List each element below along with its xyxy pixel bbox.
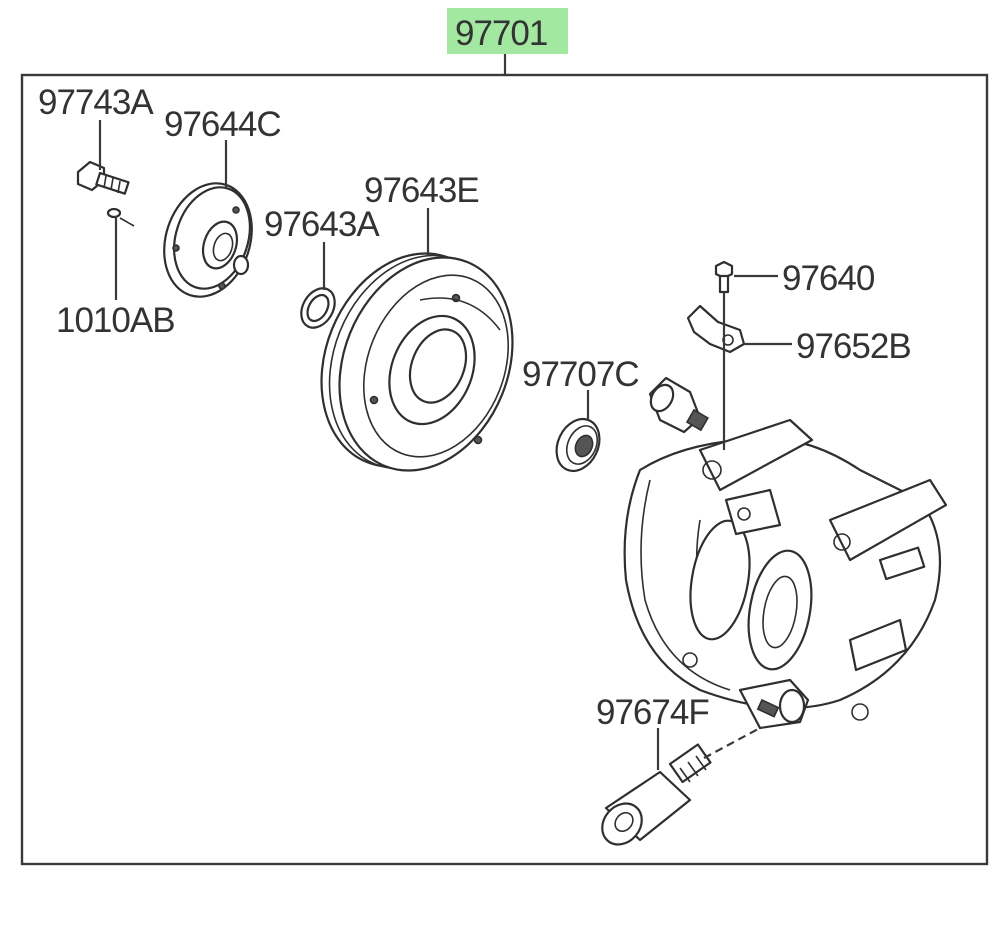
- pulley-97643e-part: [320, 252, 514, 472]
- callout-97743a[interactable]: 97743A: [38, 83, 155, 122]
- compressor-body-part: [623, 376, 948, 730]
- bracket-97652b-part: [686, 304, 746, 354]
- assembly-frame: [20, 73, 989, 866]
- callout-97652b[interactable]: 97652B: [796, 327, 912, 366]
- assembly-number-highlight: [447, 8, 568, 54]
- callout-97674f[interactable]: 97674F: [596, 693, 710, 732]
- shaft-seal-97707c-part: [555, 418, 601, 472]
- callout-1010ab[interactable]: 1010AB: [56, 301, 176, 340]
- bolt-97743a-part: [76, 160, 130, 195]
- callout-97643e[interactable]: 97643E: [364, 171, 480, 210]
- assembly-number-label[interactable]: 97701: [455, 14, 548, 53]
- bolt-97640-part: [714, 260, 734, 294]
- callout-97640[interactable]: 97640: [782, 259, 876, 298]
- callout-97643a[interactable]: 97643A: [264, 205, 381, 244]
- callout-97707c[interactable]: 97707C: [522, 355, 640, 394]
- clutch-hub-97644c-part: [163, 182, 253, 298]
- shim-1010ab-part: [106, 207, 135, 227]
- valve-97674f-part: [601, 727, 761, 846]
- snap-ring-97643a-part: [300, 287, 336, 329]
- callout-97644c[interactable]: 97644C: [164, 105, 282, 144]
